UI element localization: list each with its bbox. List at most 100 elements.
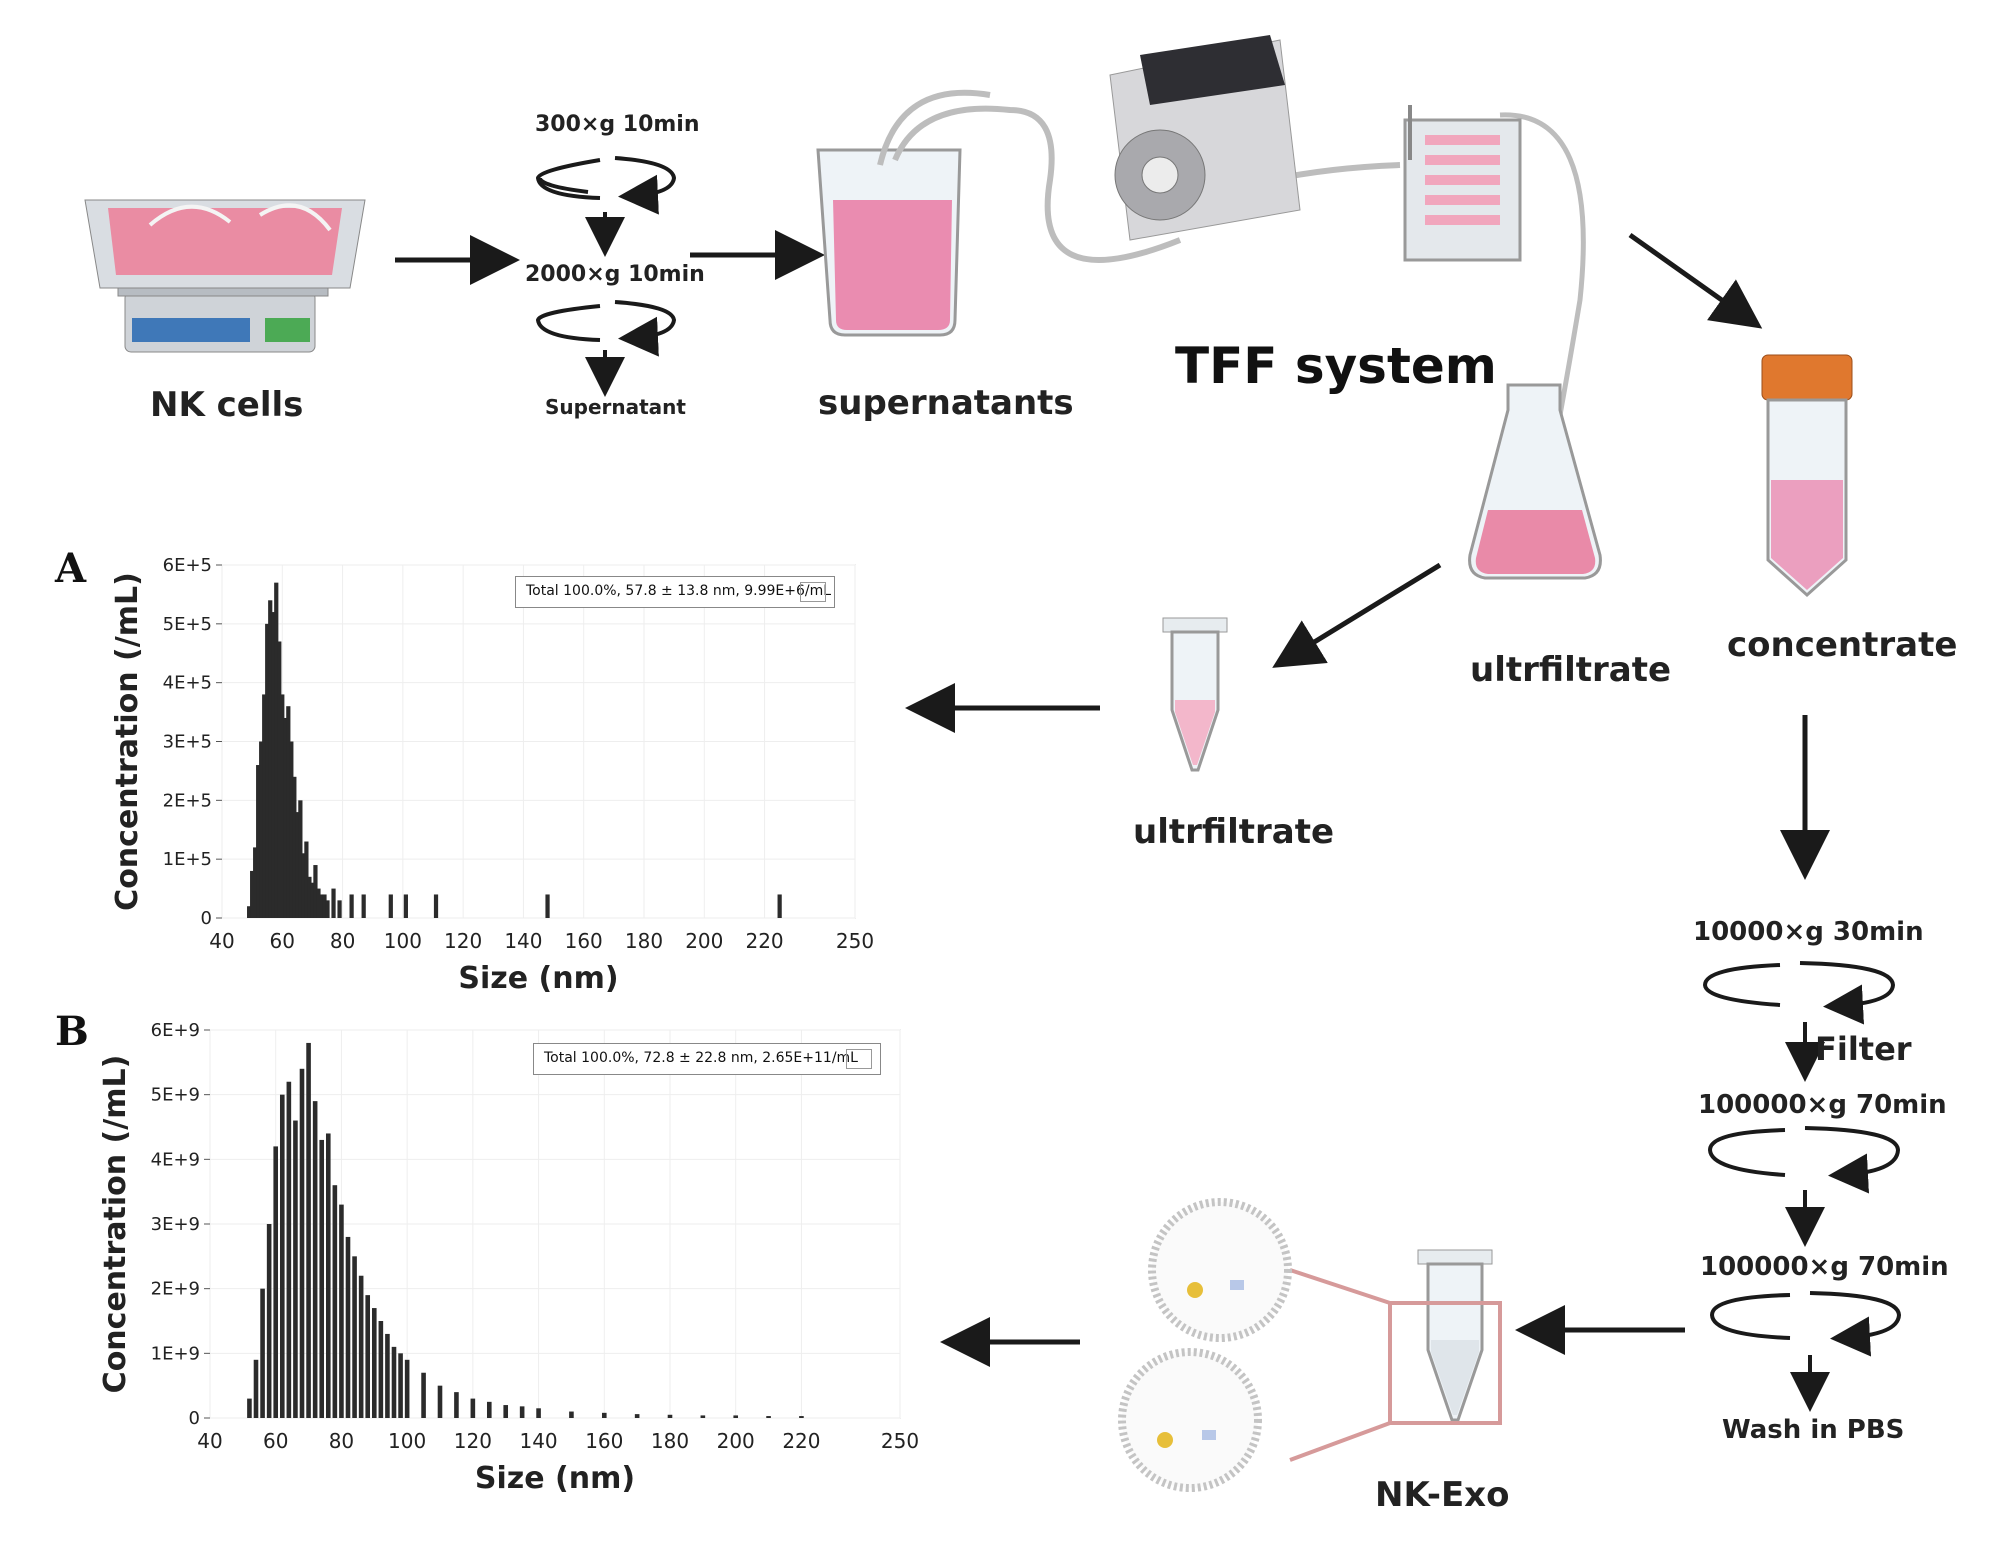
x-tick-label: 140 (519, 1429, 557, 1453)
x-tick-label: 200 (685, 929, 723, 953)
histogram-bar (365, 1295, 371, 1418)
exosome-tube-illustration (1289, 1249, 1502, 1462)
x-tick-label: 200 (717, 1429, 755, 1453)
histogram-bar (371, 1308, 377, 1418)
y-tick-label: 1E+9 (151, 1343, 200, 1364)
histogram-bar (403, 894, 408, 918)
histogram-bar (304, 841, 309, 918)
culture-bag-illustration (84, 199, 366, 353)
tff-system-title: TFF system (1175, 337, 1497, 395)
histogram-bar (361, 894, 366, 918)
histogram-bar (545, 894, 550, 918)
centrifuge-icon (535, 156, 677, 397)
centrifuge-icon (1702, 961, 1902, 1412)
histogram-bar (503, 1405, 509, 1418)
histogram-bar (325, 1133, 331, 1418)
ultrafiltrate-label: ultrfiltrate (1133, 812, 1335, 852)
histogram-bar (247, 1398, 252, 1418)
histogram-bar (253, 1359, 259, 1418)
x-tick-label: 100 (384, 929, 422, 953)
histogram-bar (325, 900, 330, 918)
histogram-bar (260, 1288, 265, 1418)
histogram-bar (273, 1146, 279, 1418)
chart-b-legend: Total 100.0%, 72.8 ± 22.8 nm, 2.65E+11/m… (533, 1043, 881, 1075)
histogram-bar (293, 1120, 298, 1418)
exosome-vesicle-illustration (1118, 1198, 1292, 1492)
histogram-bar (385, 1333, 390, 1418)
supernatants-label: supernatants (818, 383, 1074, 423)
x-tick-label: 250 (881, 1429, 919, 1453)
histogram-bar (733, 1415, 739, 1418)
histogram-bar (259, 741, 264, 918)
histogram-bar (345, 1236, 351, 1418)
histogram-bar (421, 1372, 426, 1418)
tff-cassette-illustration (1403, 105, 1522, 262)
histogram-bar (279, 1094, 285, 1418)
spin-4-label: 100000×g 70min (1698, 1090, 1947, 1120)
histogram-bar (437, 1385, 443, 1418)
filter-label: Filter (1815, 1030, 1912, 1068)
x-tick-label: 140 (504, 929, 542, 953)
y-tick-label: 2E+5 (163, 790, 212, 811)
histogram-bar (337, 900, 342, 918)
x-tick-label: 180 (651, 1429, 689, 1453)
conical-tube-illustration (1761, 354, 1853, 598)
legend-text: Total 100.0%, 57.8 ± 13.8 nm, 9.99E+6/mL (526, 583, 832, 599)
histogram-bar (274, 582, 279, 918)
histogram-bar (307, 876, 312, 918)
spin-1-label: 300×g 10min (535, 112, 700, 137)
histogram-bar (433, 894, 439, 918)
histogram-bar (322, 894, 327, 918)
histogram-bar (486, 1401, 492, 1418)
x-tick-label: 250 (836, 929, 874, 953)
histogram-bar (470, 1398, 476, 1418)
legend-swatch-icon (800, 582, 826, 602)
y-tick-label: 1E+5 (163, 849, 212, 870)
histogram-bar (519, 1406, 525, 1418)
histogram-bar (536, 1408, 541, 1418)
histogram-bar (277, 641, 282, 918)
x-tick-label: 100 (388, 1429, 426, 1453)
legend-text: Total 100.0%, 72.8 ± 22.8 nm, 2.65E+11/m… (544, 1050, 858, 1066)
y-tick-label: 5E+9 (151, 1085, 200, 1106)
x-tick-label: 180 (625, 929, 663, 953)
y-tick-label: 4E+5 (163, 673, 212, 694)
histogram-bar (306, 1042, 311, 1418)
histogram-bar (295, 812, 300, 918)
y-tick-label: 6E+5 (163, 555, 212, 576)
histogram-bar (280, 694, 285, 918)
x-axis-title: Size (nm) (458, 961, 618, 996)
histogram-bar (265, 623, 270, 918)
histogram-bar (634, 1414, 640, 1418)
x-axis-title: Size (nm) (475, 1461, 635, 1496)
y-axis-title: Concentration (/mL) (98, 1055, 133, 1394)
histogram-bar (331, 888, 336, 918)
spin-5-label: 100000×g 70min (1700, 1252, 1949, 1282)
legend-swatch-icon (846, 1049, 872, 1069)
x-tick-label: 40 (209, 929, 234, 953)
histogram-bar (292, 776, 297, 918)
x-tick-label: 60 (270, 929, 295, 953)
histogram-bar (352, 1256, 357, 1418)
flask-illustration (1468, 383, 1602, 580)
histogram-bar (339, 1204, 344, 1418)
histogram-bar (283, 717, 288, 918)
histogram-bar (262, 694, 267, 918)
x-tick-label: 80 (330, 929, 355, 953)
nk-cells-label: NK cells (150, 385, 304, 425)
concentrate-label: concentrate (1727, 625, 1958, 665)
histogram-bar (332, 1185, 338, 1418)
y-tick-label: 4E+9 (151, 1149, 200, 1170)
histogram-bar (358, 1275, 364, 1418)
y-axis-title: Concentration (/mL) (110, 572, 145, 911)
y-tick-label: 3E+9 (151, 1214, 200, 1235)
histogram-bar (667, 1414, 673, 1418)
histogram-bar (777, 894, 782, 918)
x-tick-label: 80 (329, 1429, 354, 1453)
chart-a-legend: Total 100.0%, 57.8 ± 13.8 nm, 9.99E+6/mL (515, 576, 835, 608)
histogram-bar (266, 1224, 272, 1418)
y-tick-label: 3E+5 (163, 732, 212, 753)
